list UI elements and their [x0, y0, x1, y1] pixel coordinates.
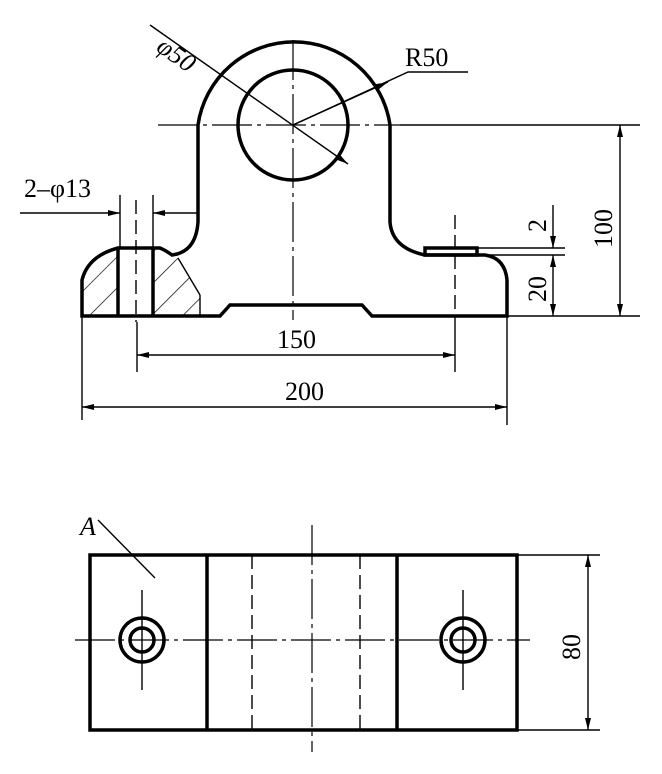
dim-bolt-holes-text: 2–φ13	[24, 174, 91, 203]
counterbore	[423, 246, 479, 257]
top-outline	[88, 553, 519, 732]
dim-200-text: 200	[285, 377, 324, 406]
r50-arrow	[292, 81, 389, 126]
dim-2-text: 2	[523, 219, 552, 232]
section-edge	[177, 257, 201, 296]
dim-100-text: 100	[589, 209, 618, 248]
dim-20-text: 20	[523, 276, 552, 302]
dim-phi50-text: φ50	[152, 31, 202, 78]
surface-a-label: A	[78, 512, 96, 541]
section-hatch	[82, 250, 200, 316]
front-view: φ50 R50 2–φ13 2 20 100 150 200	[20, 24, 640, 425]
dim-phi50-leader	[149, 24, 349, 165]
dim-150-text: 150	[277, 325, 316, 354]
top-view: 80 A	[75, 512, 600, 752]
dim-r50-text: R50	[405, 43, 448, 72]
surface-a-leader	[97, 519, 156, 579]
dim-80-text: 80	[557, 634, 586, 660]
